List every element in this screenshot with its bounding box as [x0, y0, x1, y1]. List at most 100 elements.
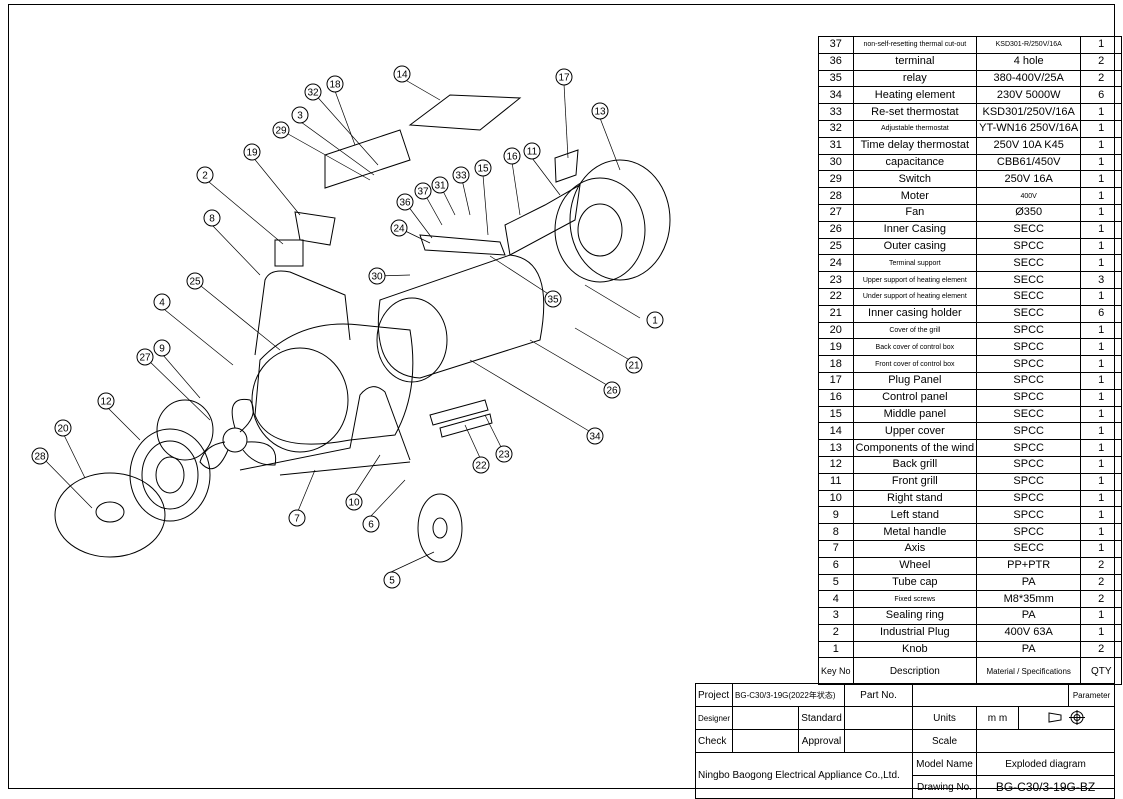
balloon-label: 21: [628, 361, 640, 372]
bom-description: Upper support of heating element: [852, 271, 978, 289]
bom-material: SECC: [976, 271, 1082, 289]
balloon-label: 37: [417, 187, 429, 198]
balloon-circle: [196, 166, 214, 184]
project-value: BG-C30/3-19G(2022年状态): [732, 683, 846, 707]
bom-qty: 1: [1080, 220, 1123, 239]
balloon-circle: [203, 209, 221, 227]
fan-hub: [222, 427, 248, 453]
balloon-label: 5: [389, 576, 395, 587]
bom-qty: 1: [1080, 489, 1123, 508]
standard-label: Standard: [798, 706, 846, 730]
bom-description: Time delay thermostat: [852, 136, 978, 155]
leader-lines: [39, 77, 641, 573]
balloon-label: 36: [399, 198, 411, 209]
bom-description: Axis: [852, 539, 978, 558]
standard-value: [844, 706, 914, 730]
balloon-circle: [646, 311, 664, 329]
balloon-circle: [474, 159, 492, 177]
bom-material: SECC: [976, 304, 1082, 323]
balloon-label: 8: [209, 214, 215, 225]
balloon-circle: [326, 75, 344, 93]
sealing-disc: [156, 399, 214, 461]
bom-material: SPCC: [976, 321, 1082, 340]
bom-qty: 6: [1080, 304, 1123, 323]
back-grill-inner: [155, 456, 185, 494]
bom-description: Terminal support: [852, 254, 978, 273]
bom-key-no: 6: [818, 556, 854, 575]
balloon-label: 19: [246, 148, 258, 159]
stand-shape: [239, 386, 411, 471]
bom-material: 400V: [976, 187, 1082, 205]
bom-key-no: 24: [818, 254, 854, 273]
bom-description: Inner casing holder: [852, 304, 978, 323]
balloon-label: 24: [393, 224, 405, 235]
bom-key-no: 26: [818, 220, 854, 239]
parameter-label: Parameter: [1068, 683, 1116, 707]
bom-key-no: 29: [818, 170, 854, 189]
bom-key-no: 10: [818, 489, 854, 508]
bom-material: YT-WN16 250V/16A: [976, 119, 1082, 138]
bom-qty: 1: [1080, 472, 1123, 491]
bom-key-no: 8: [818, 523, 854, 541]
bom-description: Upper cover: [852, 422, 978, 441]
bom-key-no: 32: [818, 119, 854, 138]
bom-key-no: 9: [818, 506, 854, 525]
bom-material: PP+PTR: [976, 556, 1082, 575]
bom-material: KSD301-R/250V/16A: [976, 36, 1082, 54]
check-value: [732, 729, 800, 753]
outer-casing-front: [251, 347, 349, 453]
bom-key-no: 16: [818, 388, 854, 407]
bom-material: PA: [976, 607, 1082, 625]
terminal-support-shape: [419, 234, 506, 256]
balloon-label: 1: [652, 316, 658, 327]
bom-description: Metal handle: [852, 523, 978, 541]
bom-header-description: Description: [852, 657, 978, 686]
balloon-label: 2: [202, 171, 208, 182]
balloon-circle: [503, 147, 521, 165]
bom-material: KSD301/250V/16A: [976, 103, 1082, 121]
bom-key-no: 20: [818, 321, 854, 340]
balloon-circle: [390, 219, 408, 237]
balloon-label: 14: [396, 70, 408, 81]
part-no-value: [912, 683, 1070, 707]
units-value: m m: [976, 706, 1020, 730]
bom-key-no: 14: [818, 422, 854, 441]
bom-qty: 1: [1080, 36, 1123, 54]
bom-qty: 3: [1080, 271, 1123, 289]
bom-description: Front grill: [852, 472, 978, 491]
bom-key-no: 4: [818, 590, 854, 609]
bom-key-no: 23: [818, 271, 854, 289]
bom-header-qty: QTY: [1080, 657, 1123, 686]
bom-qty: 1: [1080, 422, 1123, 441]
front-control-cover-shape: [324, 129, 411, 189]
balloon-label: 6: [368, 520, 374, 531]
bom-description: Left stand: [852, 506, 978, 525]
bom-qty: 1: [1080, 187, 1123, 205]
motor-shape: [95, 501, 125, 523]
units-label: Units: [912, 706, 978, 730]
bom-qty: 1: [1080, 523, 1123, 541]
balloon-circle: [97, 392, 115, 410]
bom-header-row: Key No Description Material / Specificat…: [818, 657, 1123, 686]
balloon-label: 15: [477, 164, 489, 175]
bom-key-no: 33: [818, 103, 854, 121]
bom-qty: 1: [1080, 439, 1123, 457]
balloon-label: 22: [475, 461, 487, 472]
bom-description: Re-set thermostat: [852, 103, 978, 121]
balloon-circle: [304, 83, 322, 101]
scale-label: Scale: [912, 729, 978, 753]
bom-qty: 1: [1080, 355, 1123, 373]
bom-description: Under support of heating element: [852, 287, 978, 306]
balloon-circle: [362, 515, 380, 533]
heating-support-shape: [429, 399, 493, 438]
